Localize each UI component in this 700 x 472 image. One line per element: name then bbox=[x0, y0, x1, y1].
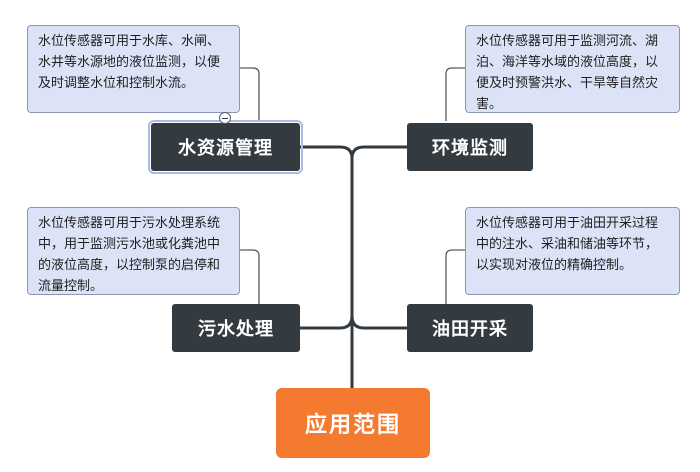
topic-environment-monitoring-label: 环境监测 bbox=[432, 138, 508, 159]
root-topic[interactable]: 应用范围 bbox=[276, 388, 430, 458]
note-environment-monitoring-text: 水位传感器可用于监测河流、湖泊、海洋等水域的液位高度，以便及时预警洪水、干旱等自… bbox=[476, 34, 659, 112]
note-water-resource-text: 水位传感器可用于水库、水闸、水井等水源地的液位监测，以便及时调整水位和控制水流。 bbox=[38, 34, 221, 91]
note-oilfield-extraction[interactable]: 水位传感器可用于油田开采过程中的注水、采油和储油等环节，以实现对液位的精确控制。 bbox=[465, 207, 680, 295]
topic-environment-monitoring[interactable]: 环境监测 bbox=[407, 123, 533, 171]
topic-oilfield-extraction[interactable]: 油田开采 bbox=[407, 304, 533, 352]
topic-water-resource[interactable]: 水资源管理 bbox=[148, 120, 303, 174]
note-sewage-treatment[interactable]: 水位传感器可用于污水处理系统中，用于监测污水池或化粪池中的液位高度，以控制泵的启… bbox=[27, 207, 240, 295]
topic-oilfield-extraction-label: 油田开采 bbox=[432, 319, 508, 340]
topic-water-resource-label: 水资源管理 bbox=[178, 138, 273, 159]
note-oilfield-extraction-text: 水位传感器可用于油田开采过程中的注水、采油和储油等环节，以实现对液位的精确控制。 bbox=[476, 216, 659, 273]
topic-sewage-treatment[interactable]: 污水处理 bbox=[172, 304, 300, 352]
topic-sewage-treatment-label: 污水处理 bbox=[198, 319, 274, 340]
note-water-resource[interactable]: 水位传感器可用于水库、水闸、水井等水源地的液位监测，以便及时调整水位和控制水流。 bbox=[27, 25, 240, 113]
minus-icon bbox=[222, 117, 228, 119]
collapse-toggle-icon[interactable] bbox=[219, 112, 231, 124]
note-sewage-treatment-text: 水位传感器可用于污水处理系统中，用于监测污水池或化粪池中的液位高度，以控制泵的启… bbox=[38, 216, 221, 294]
note-environment-monitoring[interactable]: 水位传感器可用于监测河流、湖泊、海洋等水域的液位高度，以便及时预警洪水、干旱等自… bbox=[465, 25, 680, 113]
root-topic-label: 应用范围 bbox=[304, 413, 401, 438]
